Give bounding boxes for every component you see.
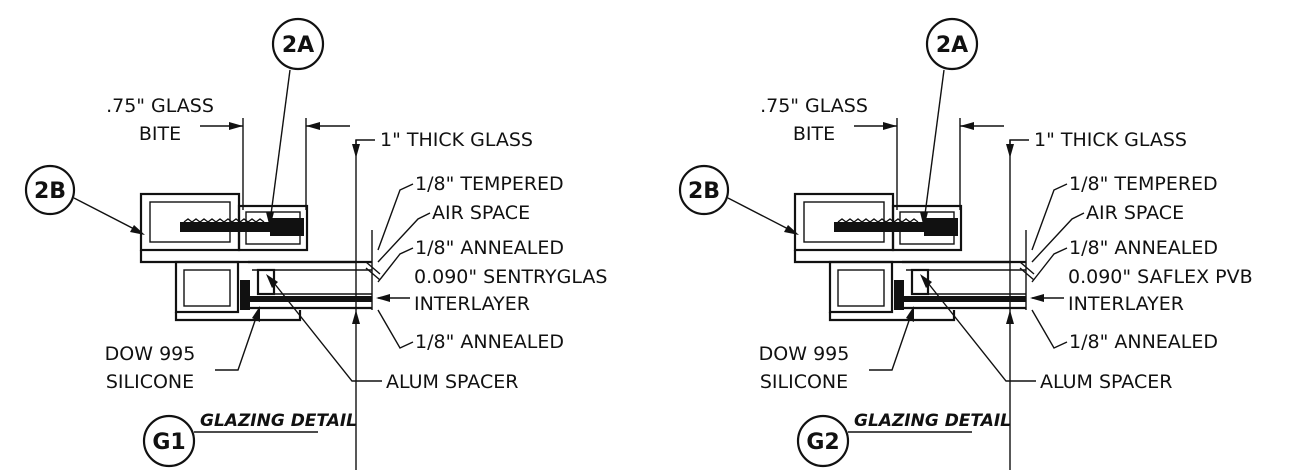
interlayer-label-2: INTERLAYER <box>1068 293 1184 315</box>
annealed-1-leader <box>377 247 414 283</box>
thick-glass-label: 1" THICK GLASS <box>380 129 533 151</box>
air-space-leader <box>377 212 431 263</box>
air-space-label: AIR SPACE <box>1086 202 1184 224</box>
callout-2b-arrowhead <box>130 225 145 235</box>
callout-2b-label: 2B <box>34 179 66 204</box>
annealed-2-leader <box>377 309 414 349</box>
alum-spacer-leader <box>923 277 1036 382</box>
thick-glass-arrow-top <box>1006 144 1014 158</box>
glass-break-mark-2 <box>365 267 381 281</box>
screw-threads <box>183 218 265 223</box>
tempered-label: 1/8" TEMPERED <box>415 173 564 195</box>
alum-spacer-arrowhead <box>920 274 932 288</box>
glass-bite-arrow-right <box>306 122 320 130</box>
detail-id-g2: G2 <box>806 430 839 455</box>
glass-bite-arrow-left <box>883 122 897 130</box>
detail-id-g1: G1 <box>152 430 185 455</box>
interlayer-arrowhead <box>1030 294 1044 302</box>
air-space-leader <box>1031 212 1085 263</box>
callout-2b-leader <box>727 197 795 233</box>
silicone-arrowhead <box>906 306 914 322</box>
glass-bite-label-2: BITE <box>139 123 181 145</box>
silicone-bead <box>240 280 250 310</box>
glass-bite-label-1: .75" GLASS <box>760 95 868 117</box>
glass-bite-label-2: BITE <box>793 123 835 145</box>
callout-2a-leader <box>269 69 291 223</box>
alum-spacer-label: ALUM SPACER <box>386 371 518 393</box>
glass-break-mark-2 <box>1019 267 1035 281</box>
glazing-detail-g2: 2A 2B .75" GLASS BITE 1" THICK GLASS <box>678 17 1253 470</box>
screw-threads <box>837 218 919 223</box>
silicone-leader <box>215 311 259 371</box>
callout-2b-arrowhead <box>784 225 799 235</box>
callout-2a: 2A <box>271 17 325 71</box>
annealed-2-label: 1/8" ANNEALED <box>415 331 564 353</box>
annealed-2-leader <box>1031 309 1068 349</box>
detail-tag-g1: G1 GLAZING DETAIL <box>142 411 357 468</box>
glass-break-mark-1 <box>365 261 381 275</box>
frame-lower-tube <box>174 260 240 314</box>
callout-2a-leader <box>923 69 945 223</box>
frame-head-bottom <box>793 250 1010 264</box>
fastener-screw <box>180 218 304 236</box>
screw-head <box>924 218 958 236</box>
tempered-leader <box>377 183 414 251</box>
frame-lower-tube-inner <box>837 269 885 307</box>
glass-interlayer <box>904 296 1026 302</box>
glazing-detail-g1: 2A 2B .75" GLASS BITE 1" THICK GLASS <box>24 17 607 470</box>
interlayer-label-1: 0.090" SAFLEX PVB <box>1068 266 1253 288</box>
screw-head <box>270 218 304 236</box>
detail-title-g1: GLAZING DETAIL <box>200 411 357 431</box>
laminated-glass <box>240 260 381 310</box>
silicone-bead <box>894 280 904 310</box>
air-space-label: AIR SPACE <box>432 202 530 224</box>
annealed-2-label: 1/8" ANNEALED <box>1069 331 1218 353</box>
screw-shank <box>180 222 270 232</box>
frame-lower-tube <box>828 260 894 314</box>
detail-title-g2: GLAZING DETAIL <box>854 411 1011 431</box>
thick-glass-arrow-bottom <box>1006 310 1014 324</box>
annealed-1-label: 1/8" ANNEALED <box>415 237 564 259</box>
silicone-label-2: SILICONE <box>760 371 848 393</box>
laminated-glass <box>894 260 1035 310</box>
silicone-label-1: DOW 995 <box>759 343 850 365</box>
interlayer-label-1: 0.090" SENTRYGLAS <box>414 266 607 288</box>
tempered-label: 1/8" TEMPERED <box>1069 173 1218 195</box>
frame-head-bottom <box>139 250 356 264</box>
detail-tag-g2: G2 GLAZING DETAIL <box>796 411 1011 468</box>
tempered-leader <box>1031 183 1068 251</box>
silicone-arrowhead <box>252 306 260 322</box>
glass-bite-arrow-left <box>229 122 243 130</box>
callout-2a-label: 2A <box>282 33 314 58</box>
interlayer-arrowhead <box>376 294 390 302</box>
thick-glass-arrow-top <box>352 144 360 158</box>
fastener-screw <box>834 218 958 236</box>
silicone-label-2: SILICONE <box>106 371 194 393</box>
callout-2b: 2B <box>678 164 730 216</box>
glass-bite-arrow-right <box>960 122 974 130</box>
thick-glass-label: 1" THICK GLASS <box>1034 129 1187 151</box>
callout-2a-label: 2A <box>936 33 968 58</box>
silicone-leader <box>869 311 913 371</box>
silicone-label-1: DOW 995 <box>105 343 196 365</box>
screw-shank <box>834 222 924 232</box>
glass-bite-label-1: .75" GLASS <box>106 95 214 117</box>
alum-spacer-label: ALUM SPACER <box>1040 371 1172 393</box>
callout-2a: 2A <box>925 17 979 71</box>
callout-2b: 2B <box>24 164 76 216</box>
glass-interlayer <box>250 296 372 302</box>
annealed-1-label: 1/8" ANNEALED <box>1069 237 1218 259</box>
callout-2b-leader <box>73 197 141 233</box>
alum-spacer-leader <box>269 277 382 382</box>
thick-glass-arrow-bottom <box>352 310 360 324</box>
alum-spacer-arrowhead <box>266 274 278 288</box>
frame-lower-tube-inner <box>183 269 231 307</box>
glass-break-mark-1 <box>1019 261 1035 275</box>
interlayer-label-2: INTERLAYER <box>414 293 530 315</box>
annealed-1-leader <box>1031 247 1068 283</box>
callout-2b-label: 2B <box>688 179 720 204</box>
